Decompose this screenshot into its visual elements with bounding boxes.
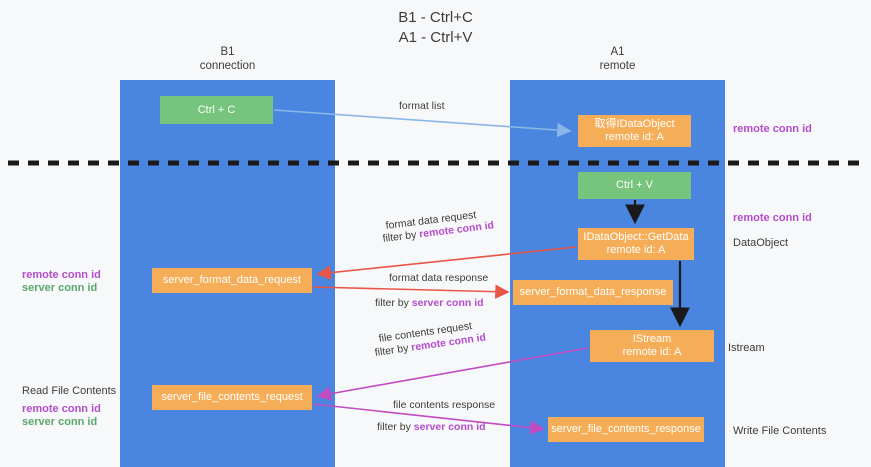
- title-line-2: A1 - Ctrl+V: [398, 29, 473, 46]
- arrow-label-format-data-response: format data response: [389, 272, 488, 285]
- lane-a1-role: remote: [599, 59, 636, 72]
- box-ctrl-v-label: Ctrl + V: [616, 179, 653, 191]
- box-ctrl-v: Ctrl + V: [578, 172, 691, 199]
- arrow-label-format-list: format list: [399, 100, 445, 113]
- filter-key-server-conn-id: server conn id: [411, 297, 484, 309]
- left-label-server-conn-id-2: server conn id: [22, 416, 98, 428]
- box-server-file-contents-response: server_file_contents_response: [548, 417, 704, 442]
- lane-b1-name: B1: [220, 46, 235, 58]
- box-server-format-data-request-label: server_format_data_request: [162, 274, 302, 286]
- filter-key-server-conn-id: server conn id: [413, 421, 486, 433]
- box-get-idataobject: 取得IDataObject remote id: A: [578, 115, 691, 147]
- box-get-idataobject-line2: remote id: A: [605, 131, 664, 143]
- right-label-write-file-contents: Write File Contents: [733, 425, 827, 437]
- diagram-title: B1 - Ctrl+C A1 - Ctrl+V: [0, 8, 871, 48]
- box-istream-line1: IStream: [632, 333, 672, 345]
- lane-b1-role: connection: [199, 59, 256, 72]
- right-label-dataobject: DataObject: [733, 237, 789, 249]
- box-server-format-data-request: server_format_data_request: [152, 268, 312, 293]
- arrow-label-file-contents-response-text: file contents response: [393, 399, 496, 411]
- box-server-file-contents-request-label: server_file_contents_request: [161, 391, 303, 403]
- box-idataobject-getdata: IDataObject::GetData remote id: A: [578, 228, 694, 260]
- lane-header-a1: A1 remote: [510, 46, 725, 73]
- box-getdata-line1: IDataObject::GetData: [583, 231, 689, 243]
- arrow-label-format-data-response-text: format data response: [389, 272, 489, 284]
- box-server-format-data-response: server_format_data_response: [513, 280, 673, 305]
- left-label-remote-conn-id: remote conn id: [22, 269, 101, 281]
- box-server-format-data-response-label: server_format_data_response: [519, 286, 667, 298]
- right-label-istream: Istream: [728, 342, 765, 354]
- arrow-label-file-contents-response-filter: filter by server conn id: [377, 421, 486, 434]
- box-server-file-contents-request: server_file_contents_request: [152, 385, 312, 410]
- filter-prefix: filter by: [375, 297, 412, 309]
- box-ctrl-c: Ctrl + C: [160, 96, 273, 124]
- right-label-remote-conn-id-top: remote conn id: [733, 123, 812, 135]
- lane-header-b1: B1 connection: [120, 46, 335, 73]
- left-label-remote-conn-id-2: remote conn id: [22, 403, 101, 415]
- box-istream-line2: remote id: A: [622, 346, 682, 358]
- left-label-read-file-contents: Read File Contents: [22, 385, 117, 397]
- arrow-label-format-list-text: format list: [399, 100, 445, 112]
- box-getdata-line2: remote id: A: [606, 244, 666, 256]
- title-line-1: B1 - Ctrl+C: [398, 9, 473, 26]
- box-get-idataobject-line1: 取得IDataObject: [594, 118, 675, 130]
- box-server-file-contents-response-label: server_file_contents_response: [551, 423, 701, 435]
- box-ctrl-c-label: Ctrl + C: [197, 103, 236, 116]
- arrow-label-file-contents-response: file contents response: [393, 399, 495, 412]
- left-label-server-conn-id: server conn id: [22, 282, 98, 294]
- filter-prefix: filter by: [377, 421, 414, 433]
- box-istream: IStream remote id: A: [590, 330, 714, 362]
- right-label-remote-conn-id-mid: remote conn id: [733, 212, 812, 224]
- arrow-label-format-data-response-filter: filter by server conn id: [375, 297, 484, 310]
- lane-a1-name: A1: [610, 46, 625, 58]
